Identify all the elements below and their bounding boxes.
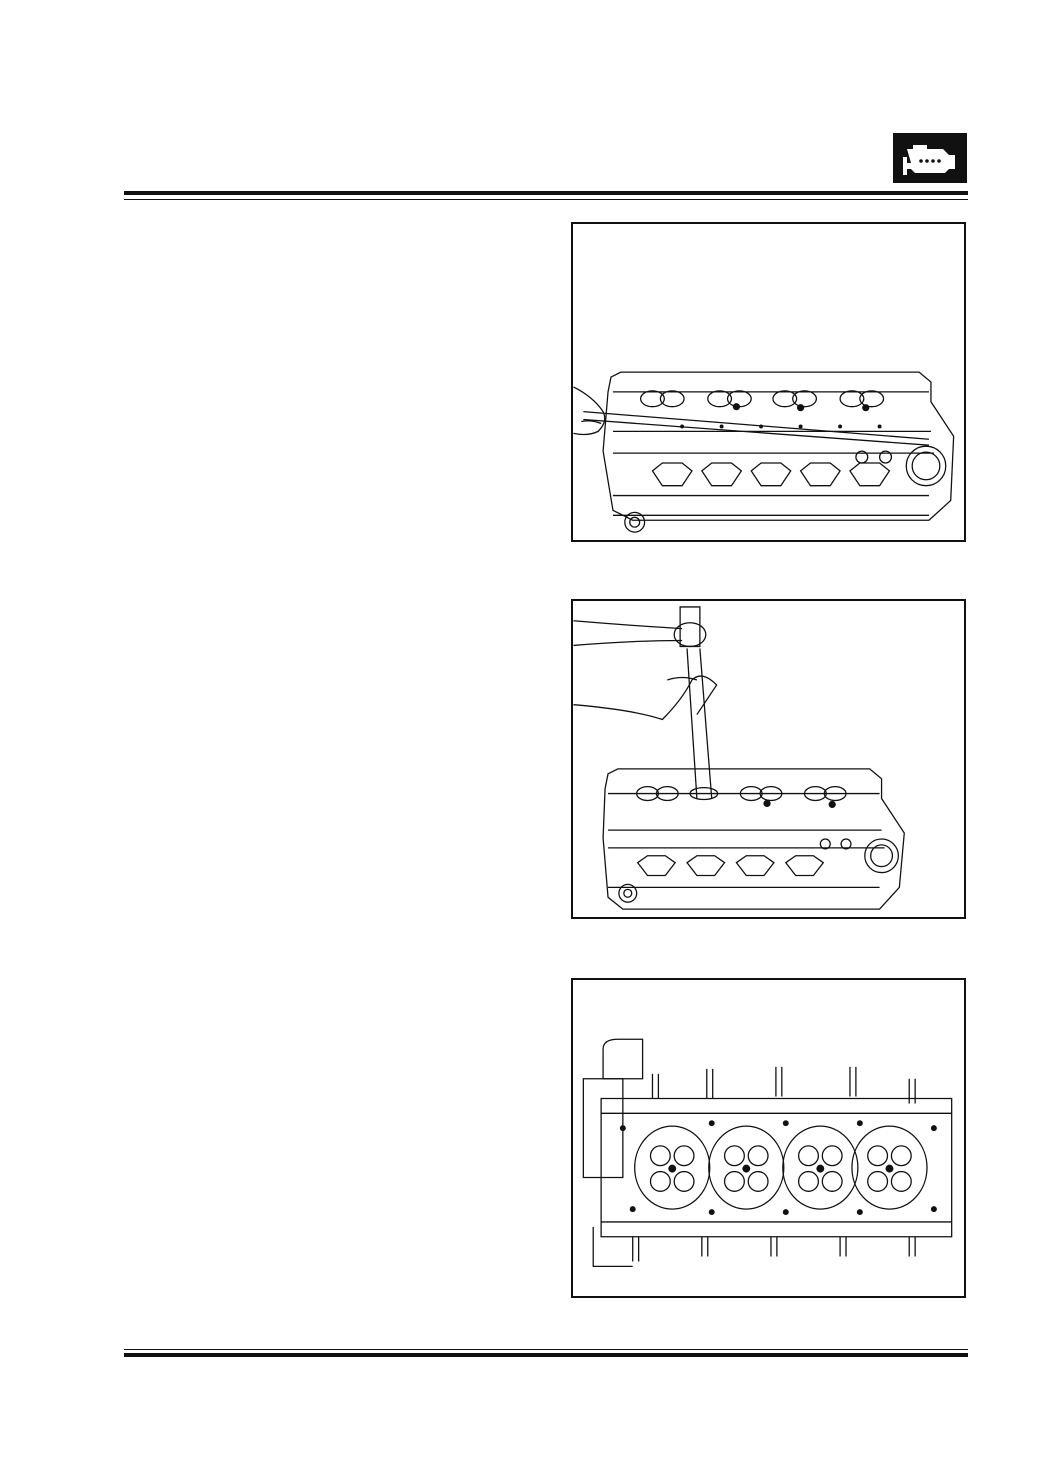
cylinder-head-cleaning-illustration	[573, 371, 955, 533]
figure-cylinder-head-face	[571, 978, 966, 1298]
header-rule-thin	[124, 199, 968, 200]
cylinder-head-combustion-face-illustration	[582, 1038, 953, 1268]
figure-valve-removal	[571, 599, 966, 919]
header-rule-thick	[124, 191, 968, 195]
footer-rule-thin	[124, 1349, 968, 1350]
footer-rule-thick	[124, 1353, 968, 1357]
engine-icon	[893, 133, 967, 183]
valve-removal-hammer-illustration	[573, 606, 905, 910]
figure-cylinder-head-cleaning	[571, 222, 966, 542]
